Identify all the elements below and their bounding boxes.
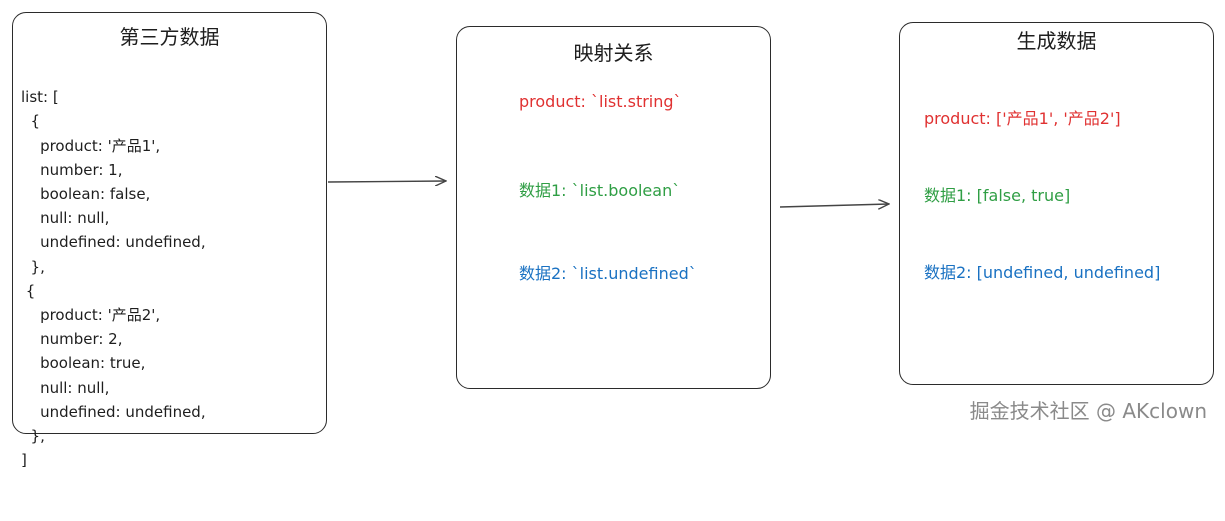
code-line: list: [ bbox=[21, 88, 59, 107]
mapping-data1-line: 数据1: `list.boolean` bbox=[519, 181, 681, 200]
watermark-text: 掘金技术社区 @ AKclown bbox=[969, 399, 1207, 423]
code-line: boolean: true, bbox=[21, 354, 146, 373]
code-line: { bbox=[21, 281, 36, 300]
code-line: product: '产品2', bbox=[21, 306, 161, 325]
code-line: null: null, bbox=[21, 209, 110, 228]
mapping-product-line: product: `list.string` bbox=[519, 92, 682, 111]
source-data-title: 第三方数据 bbox=[119, 25, 220, 49]
code-line: undefined: undefined, bbox=[21, 402, 206, 421]
output-box: 生成数据 product: ['产品1', '产品2'] 数据1: [false… bbox=[899, 22, 1214, 385]
output-title: 生成数据 bbox=[1016, 29, 1097, 53]
code-line: boolean: false, bbox=[21, 185, 151, 204]
code-line: product: '产品1', bbox=[21, 136, 161, 155]
code-line: }, bbox=[21, 427, 45, 446]
code-line: null: null, bbox=[21, 378, 110, 397]
code-line: }, bbox=[21, 257, 45, 276]
output-data2-line: 数据2: [undefined, undefined] bbox=[924, 263, 1161, 282]
code-line: number: 2, bbox=[21, 330, 123, 349]
mapping-box: 映射关系 product: `list.string` 数据1: `list.b… bbox=[456, 26, 771, 389]
output-product-line: product: ['产品1', '产品2'] bbox=[924, 109, 1121, 128]
connector-arrows bbox=[327, 0, 1225, 440]
arrow-source-to-mapping bbox=[327, 181, 446, 182]
code-line: { bbox=[21, 112, 41, 131]
mapping-title: 映射关系 bbox=[573, 41, 654, 65]
code-line: ] bbox=[21, 451, 27, 470]
code-line: undefined: undefined, bbox=[21, 233, 206, 252]
source-data-code: list: [ { product: '产品1', number: 1, boo… bbox=[21, 61, 206, 521]
source-data-box: 第三方数据 list: [ { product: '产品1', number: … bbox=[12, 12, 327, 469]
arrow-mapping-to-output bbox=[779, 204, 889, 207]
code-line: number: 1, bbox=[21, 160, 123, 179]
mapping-data2-line: 数据2: `list.undefined` bbox=[519, 264, 697, 283]
output-data1-line: 数据1: [false, true] bbox=[924, 186, 1071, 205]
